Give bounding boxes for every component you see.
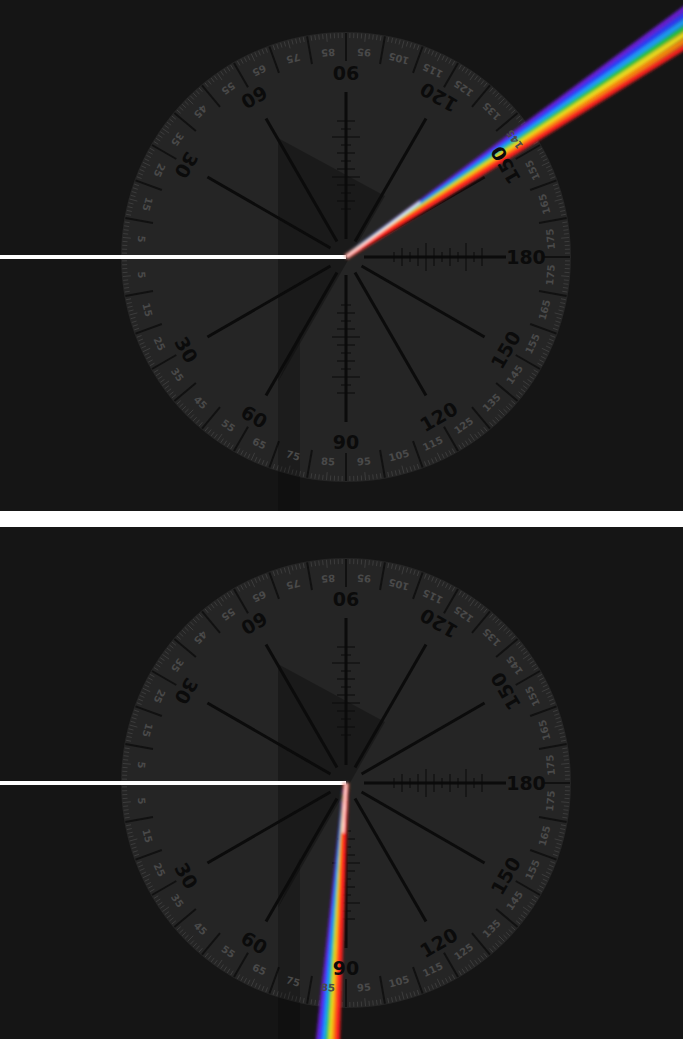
angle-label: 90 bbox=[333, 959, 359, 978]
scale-number: 165 bbox=[537, 825, 552, 848]
scale-number: 85 bbox=[321, 572, 336, 583]
angle-label: 30 bbox=[171, 859, 201, 891]
scale-number: 115 bbox=[421, 961, 444, 979]
scale-number: 45 bbox=[192, 394, 209, 411]
scale-number: 105 bbox=[388, 448, 411, 463]
scale-number: 45 bbox=[192, 103, 209, 120]
light-beam bbox=[0, 783, 346, 784]
scale-number: 135 bbox=[481, 918, 503, 940]
angle-label: 30 bbox=[171, 674, 201, 706]
scale-number: 135 bbox=[481, 392, 503, 414]
scale-number: 95 bbox=[357, 46, 372, 57]
angle-label: 30 bbox=[171, 148, 201, 180]
scale-number: 175 bbox=[545, 790, 557, 812]
angle-label: 60 bbox=[237, 608, 269, 638]
scale-number: 95 bbox=[357, 983, 372, 994]
scale-number: 35 bbox=[169, 656, 185, 673]
background bbox=[0, 527, 683, 1039]
angle-label: 90 bbox=[333, 63, 359, 82]
scale-number: 155 bbox=[524, 684, 542, 707]
scale-number: 85 bbox=[321, 46, 336, 57]
scale-number: 65 bbox=[251, 436, 268, 451]
scale-number: 65 bbox=[251, 589, 268, 604]
scale-number: 115 bbox=[421, 61, 444, 79]
scale-number: 145 bbox=[505, 127, 525, 150]
scale-number: 75 bbox=[285, 975, 301, 988]
scale-number: 105 bbox=[388, 974, 411, 989]
scale-number: 115 bbox=[421, 587, 444, 605]
scale-number: 65 bbox=[251, 962, 268, 977]
scale-number: 105 bbox=[388, 576, 411, 591]
angle-label: 30 bbox=[171, 333, 201, 365]
scale-number: 65 bbox=[251, 63, 268, 78]
scale-number: 15 bbox=[140, 196, 153, 212]
scale-number: 5 bbox=[135, 797, 146, 805]
scale-number: 175 bbox=[545, 754, 557, 776]
scale-number: 55 bbox=[219, 80, 236, 96]
prism-base bbox=[278, 858, 300, 1039]
scale-number: 5 bbox=[135, 271, 146, 279]
scale-number: 25 bbox=[152, 688, 167, 705]
scale-number: 35 bbox=[169, 367, 185, 384]
panel bbox=[0, 0, 683, 511]
scale-number: 115 bbox=[421, 435, 444, 453]
scale-number: 95 bbox=[357, 457, 372, 468]
scale-number: 175 bbox=[545, 228, 557, 250]
scale-number: 45 bbox=[192, 629, 209, 646]
scale-number: 55 bbox=[219, 944, 236, 960]
angle-label: 90 bbox=[333, 589, 359, 608]
scale-number: 155 bbox=[524, 158, 542, 181]
angle-label: 60 bbox=[237, 82, 269, 112]
angle-label: 180 bbox=[506, 774, 546, 793]
angle-label: 150 bbox=[488, 669, 524, 713]
scale-number: 135 bbox=[481, 626, 503, 648]
angle-label: 60 bbox=[237, 928, 269, 958]
scale-number: 95 bbox=[357, 572, 372, 583]
scale-number: 155 bbox=[524, 858, 542, 881]
spectrum bbox=[318, 783, 346, 1039]
scale-number: 145 bbox=[505, 890, 525, 913]
spectrum bbox=[346, 6, 683, 257]
angle-label: 150 bbox=[488, 143, 524, 187]
scale-number: 75 bbox=[285, 51, 301, 64]
scale-number: 25 bbox=[152, 336, 167, 353]
scale-number: 5 bbox=[135, 761, 146, 769]
scale-number: 15 bbox=[140, 722, 153, 738]
panel bbox=[0, 527, 683, 1039]
angle-label: 60 bbox=[237, 402, 269, 432]
scale-number: 145 bbox=[505, 653, 525, 676]
scale-number: 55 bbox=[219, 418, 236, 434]
scale-number: 25 bbox=[152, 162, 167, 179]
scale-number: 165 bbox=[537, 192, 552, 215]
background bbox=[0, 0, 683, 511]
scale-number: 155 bbox=[524, 332, 542, 355]
scale-number: 165 bbox=[537, 718, 552, 741]
scale-number: 5 bbox=[135, 235, 146, 243]
scale-number: 75 bbox=[285, 449, 301, 462]
scale-number: 45 bbox=[192, 920, 209, 937]
light-beam bbox=[0, 257, 346, 258]
scale-number: 85 bbox=[321, 457, 336, 468]
scale-number: 85 bbox=[321, 983, 336, 994]
scale-number: 15 bbox=[140, 828, 153, 844]
scale-number: 145 bbox=[505, 364, 525, 387]
scale-number: 135 bbox=[481, 100, 503, 122]
scale-number: 125 bbox=[453, 942, 476, 962]
scale-number: 75 bbox=[285, 577, 301, 590]
scale-number: 175 bbox=[545, 264, 557, 286]
scale-number: 165 bbox=[537, 299, 552, 322]
scale-number: 55 bbox=[219, 606, 236, 622]
angle-label: 180 bbox=[506, 248, 546, 267]
prism-base bbox=[278, 332, 300, 511]
angle-label: 90 bbox=[333, 433, 359, 452]
scale-number: 105 bbox=[388, 50, 411, 65]
scale-number: 35 bbox=[169, 130, 185, 147]
scale-number: 35 bbox=[169, 893, 185, 910]
scale-number: 15 bbox=[140, 302, 153, 318]
scale-number: 125 bbox=[453, 416, 476, 436]
scale-number: 25 bbox=[152, 862, 167, 879]
